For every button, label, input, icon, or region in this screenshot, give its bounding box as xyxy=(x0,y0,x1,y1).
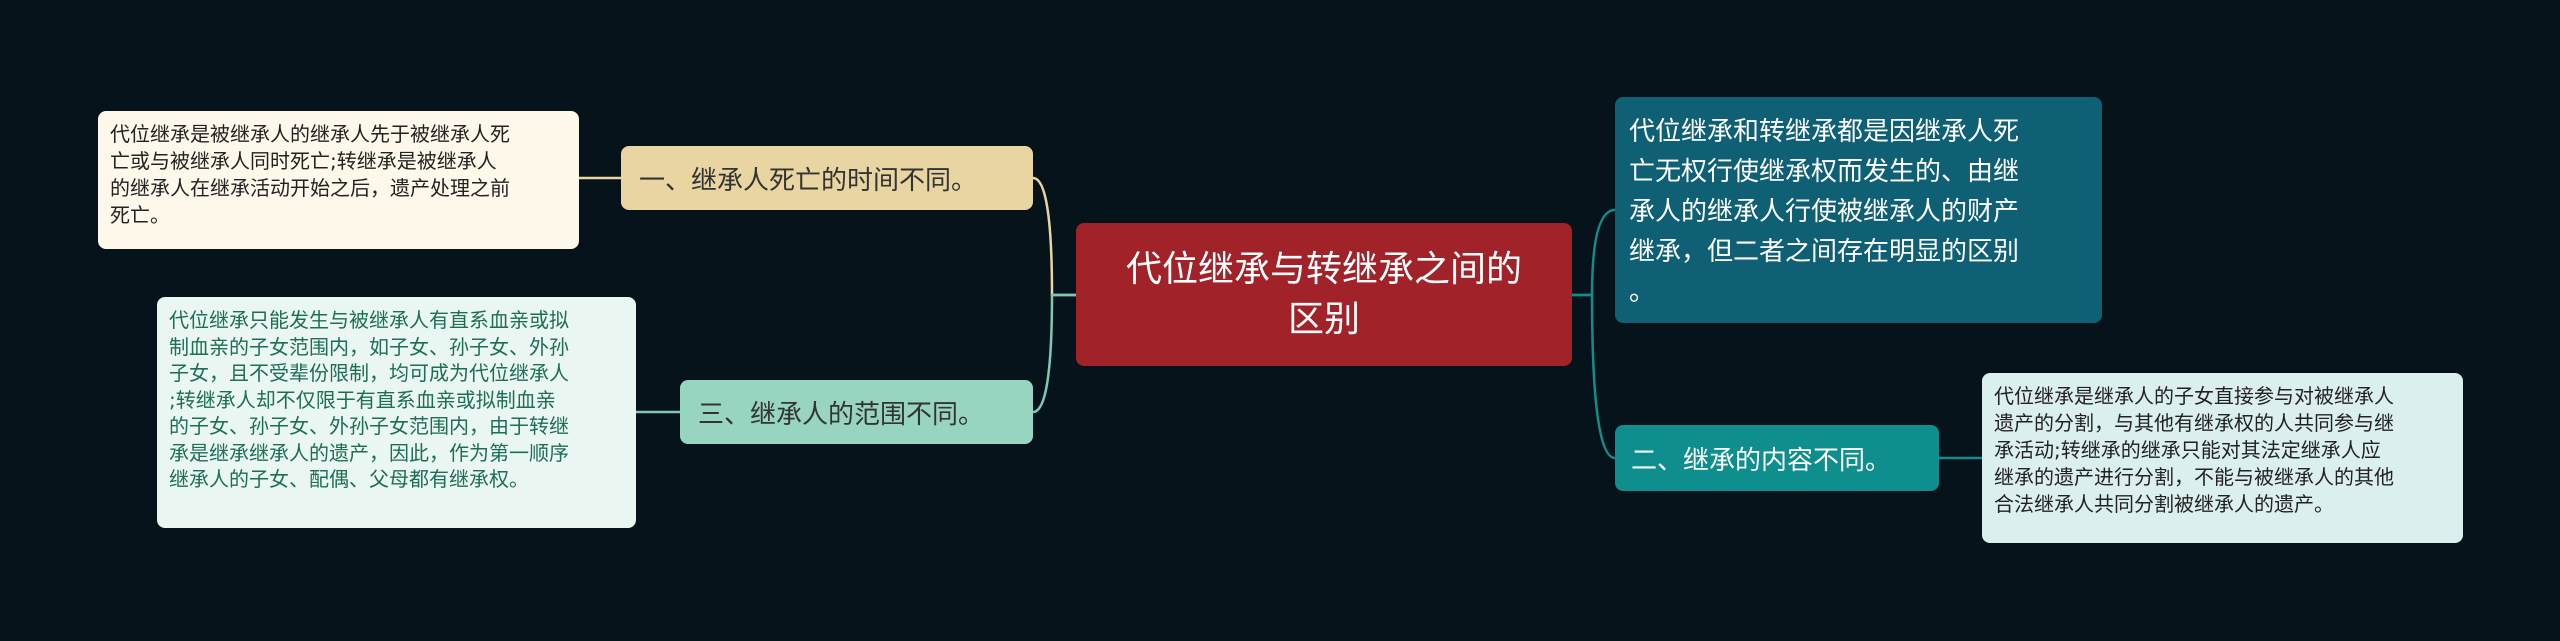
connector-central-branch2 xyxy=(1572,293,1616,460)
central-topic[interactable]: 代位继承与转继承之间的 区别 xyxy=(1076,223,1572,366)
branch-1-label: 一、继承人死亡的时间不同。 xyxy=(639,165,978,196)
central-topic-text: 代位继承与转继承之间的 区别 xyxy=(1125,248,1522,340)
branch-2-detail[interactable]: 代位继承是继承人的子女直接参与对被继承人 遗产的分割，与其他有继承权的人共同参与… xyxy=(1982,373,2463,543)
branch-2-detail-text: 代位继承是继承人的子女直接参与对被继承人 遗产的分割，与其他有继承权的人共同参与… xyxy=(1994,384,2394,516)
branch-1-detail[interactable]: 代位继承是被继承人的继承人先于被继承人死 亡或与被继承人同时死亡;转继承是被继承… xyxy=(98,111,579,249)
branch-3-detail[interactable]: 代位继承只能发生与被继承人有直系血亲或拟 制血亲的子女范围内，如子女、孙子女、外… xyxy=(157,297,636,528)
branch-3-label: 三、继承人的范围不同。 xyxy=(698,399,985,430)
branch-2-label: 二、继承的内容不同。 xyxy=(1631,445,1892,476)
branch-1-detail-text: 代位继承是被继承人的继承人先于被继承人死 亡或与被继承人同时死亡;转继承是被继承… xyxy=(110,122,510,227)
connector-central-branch3 xyxy=(1032,293,1076,414)
branch-2-inheritance-content[interactable]: 二、继承的内容不同。 xyxy=(1615,425,1939,491)
branch-1-time-of-death[interactable]: 一、继承人死亡的时间不同。 xyxy=(621,146,1033,210)
branch-3-detail-text: 代位继承只能发生与被继承人有直系血亲或拟 制血亲的子女范围内，如子女、孙子女、外… xyxy=(169,308,569,491)
connector-central-summary xyxy=(1572,208,1616,297)
summary-node[interactable]: 代位继承和转继承都是因继承人死 亡无权行使继承权而发生的、由继 承人的继承人行使… xyxy=(1615,97,2102,323)
branch-3-heir-scope[interactable]: 三、继承人的范围不同。 xyxy=(680,380,1033,444)
connector-central-branch1 xyxy=(1032,176,1076,297)
summary-text: 代位继承和转继承都是因继承人死 亡无权行使继承权而发生的、由继 承人的继承人行使… xyxy=(1629,117,2020,307)
